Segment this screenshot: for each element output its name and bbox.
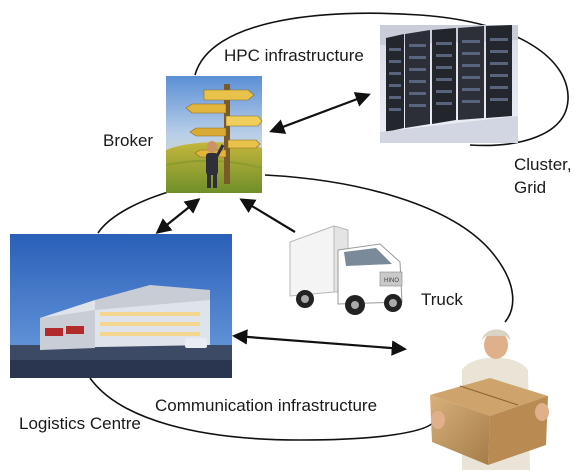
- arrow-truck-broker: [239, 198, 296, 233]
- cluster-label: Cluster,: [514, 155, 572, 174]
- grid-label: Grid: [514, 178, 547, 197]
- arrow-broker-cluster: [269, 92, 371, 134]
- broker-logistics-curve: [97, 189, 176, 234]
- logistics-centre-label: Logistics Centre: [19, 414, 141, 433]
- courier-with-box-image: [430, 329, 549, 470]
- logistics-centre-image: [10, 234, 232, 378]
- arrow-broker-logistics: [155, 198, 201, 234]
- truck-label: Truck: [421, 290, 463, 309]
- broker-label: Broker: [103, 131, 154, 150]
- hpc-infrastructure-label: HPC infrastructure: [222, 46, 366, 66]
- truck-cab-text: HINO: [384, 278, 399, 284]
- truck-image: HINO: [289, 225, 403, 315]
- communication-loop-curve: [89, 377, 436, 441]
- cluster-server-image: [380, 25, 518, 143]
- communication-infrastructure-label: Communication infrastructure: [153, 396, 380, 416]
- broker-truck-loop-curve: [264, 174, 514, 323]
- broker-signpost-image: [165, 76, 263, 193]
- arrow-logistics-courier: [231, 329, 408, 356]
